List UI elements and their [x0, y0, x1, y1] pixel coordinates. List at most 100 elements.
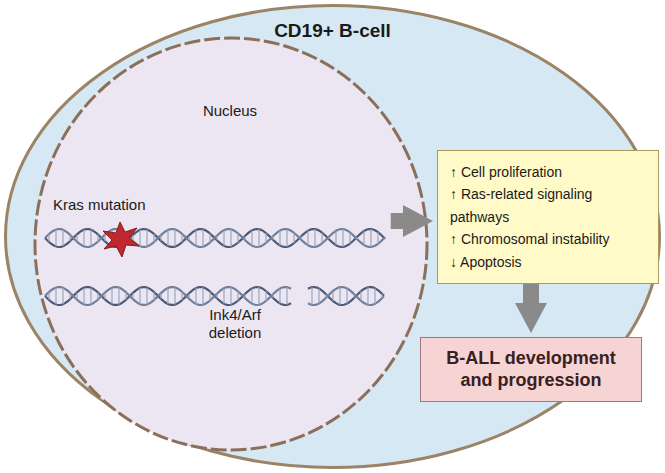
dna-rung — [335, 231, 336, 245]
dna-rung — [307, 231, 308, 246]
dna-rung — [251, 230, 252, 245]
nucleus-circle: NucleusKras mutationInk4/Arf deletion — [35, 38, 427, 450]
dna-rung — [367, 287, 368, 304]
dna-rung — [286, 229, 287, 247]
dna-rung — [216, 236, 217, 241]
dna-strand — [45, 229, 385, 247]
dna-rung — [167, 230, 168, 246]
dna-rung — [209, 234, 210, 243]
dna-rung — [90, 230, 91, 247]
dna-rung — [97, 293, 98, 300]
dna-rung — [62, 230, 63, 246]
dna-strand — [308, 287, 384, 305]
dna-rung — [339, 287, 340, 305]
dna-rung — [90, 288, 91, 305]
dna-rung — [62, 288, 63, 304]
dna-rung — [223, 288, 224, 304]
dna-rung — [195, 230, 196, 246]
dna-rung — [153, 292, 154, 300]
dna-rung — [139, 230, 140, 246]
dna-rung — [160, 293, 161, 299]
dna-rung — [55, 230, 56, 247]
dna-rung — [300, 236, 301, 239]
dna-rung — [286, 287, 287, 305]
dna-rung — [132, 293, 133, 299]
dna-rung — [146, 230, 147, 247]
dna-rung — [230, 287, 231, 304]
dna-rung — [174, 229, 175, 246]
dna-rung — [272, 294, 273, 298]
mutation-star — [103, 222, 139, 257]
dna-rung — [76, 292, 77, 299]
dna-rung — [55, 288, 56, 305]
dna-rung — [118, 288, 119, 305]
dna-rung — [48, 292, 49, 300]
effect-item: ↑ Ras-related signaling pathways — [450, 183, 648, 228]
effect-item: ↑ Chromosomal instability — [450, 228, 648, 250]
dna-rung — [258, 287, 259, 305]
dna-rung — [125, 292, 126, 299]
dna-rung — [370, 229, 371, 247]
dna-rung — [272, 236, 273, 240]
block-arrow — [391, 213, 403, 229]
dna-rung — [104, 235, 105, 242]
dna-rung — [97, 235, 98, 242]
dna-rung — [146, 288, 147, 305]
dna-rung — [374, 288, 375, 303]
dna-rung — [69, 293, 70, 299]
dna-rung — [209, 292, 210, 301]
dna-rung — [153, 234, 154, 242]
dna-rung — [167, 288, 168, 304]
dna-rung — [279, 289, 280, 304]
dna-rung — [160, 235, 161, 241]
dna-rung — [83, 230, 84, 247]
block-arrow — [523, 284, 539, 303]
effect-item: ↓ Apoptosis — [450, 251, 648, 273]
node-label: Kras mutation — [53, 196, 193, 214]
dna-rung — [76, 234, 77, 241]
outcome-box: B-ALL development and progression — [420, 337, 642, 402]
dna-rung — [363, 231, 364, 245]
dna-rung — [342, 229, 343, 247]
dna-rung — [349, 232, 350, 243]
dna-rung — [258, 229, 259, 247]
dna-rung — [216, 294, 217, 299]
dna-rung — [139, 288, 140, 304]
cell-membrane — [6, 6, 660, 468]
effects-box: ↑ Cell proliferation↑ Ras-related signal… — [437, 150, 659, 284]
dna-rung — [223, 230, 224, 246]
dna-rung — [381, 294, 382, 299]
dna-rung — [132, 235, 133, 241]
dna-strand — [45, 287, 291, 305]
dna-rung — [174, 287, 175, 304]
node-label: CD19+ B-cell — [184, 20, 481, 43]
dna-rung — [321, 233, 322, 244]
dna-rung — [244, 294, 245, 298]
dna-rung — [325, 294, 326, 297]
dna-rung — [230, 229, 231, 246]
dna-rung — [293, 233, 294, 243]
node-label: Nucleus — [165, 102, 295, 120]
dna-rung — [48, 234, 49, 242]
dna-rung — [237, 291, 238, 300]
dna-rung — [181, 292, 182, 300]
dna-rung — [377, 232, 378, 244]
dna-rung — [104, 293, 105, 300]
nuclear-envelope — [35, 38, 427, 450]
effect-item: ↑ Cell proliferation — [450, 161, 648, 183]
dna-strand — [308, 287, 384, 305]
dna-rung — [346, 288, 347, 303]
dna-rung — [111, 288, 112, 305]
dna-rung — [83, 288, 84, 305]
cell-ellipse: CD19+ B-cellNucleusKras mutationInk4/Arf… — [4, 4, 661, 469]
dna-rung — [69, 235, 70, 241]
dna-rung — [328, 237, 329, 240]
dna-rung — [188, 293, 189, 298]
dna-rung — [202, 229, 203, 246]
dna-rung — [265, 291, 266, 301]
dna-rung — [360, 291, 361, 300]
dna-rung — [318, 289, 319, 304]
dna-rung — [181, 234, 182, 242]
dna-helix — [45, 229, 385, 305]
dna-rung — [188, 235, 189, 240]
